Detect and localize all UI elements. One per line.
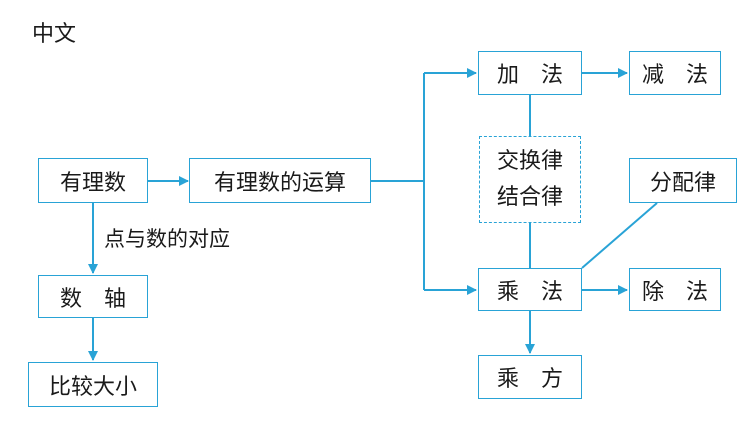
node-bijiao: 比较大小 (28, 362, 158, 407)
node-fenpeilv: 分配律 (629, 158, 737, 203)
edge-label-correspondence: 点与数的对应 (104, 224, 230, 254)
node-youlishu: 有理数 (38, 158, 148, 203)
node-jiafa: 加 法 (478, 51, 582, 95)
node-jiaohuanlv: 交换律 (496, 148, 563, 174)
node-jiehelv: 结合律 (496, 184, 563, 210)
node-jianfa: 减 法 (629, 51, 721, 95)
node-chengfa: 乘 法 (478, 268, 582, 311)
node-chengfang: 乘 方 (478, 355, 582, 399)
node-chufa: 除 法 (629, 268, 721, 311)
connector-fenpeilv-to-chengfa (581, 202, 658, 269)
node-youlishu-yunsuan: 有理数的运算 (189, 158, 371, 203)
page-label: 中文 (32, 22, 77, 47)
node-laws: 交换律 结合律 (479, 136, 581, 223)
node-shuzhou: 数 轴 (38, 275, 148, 318)
